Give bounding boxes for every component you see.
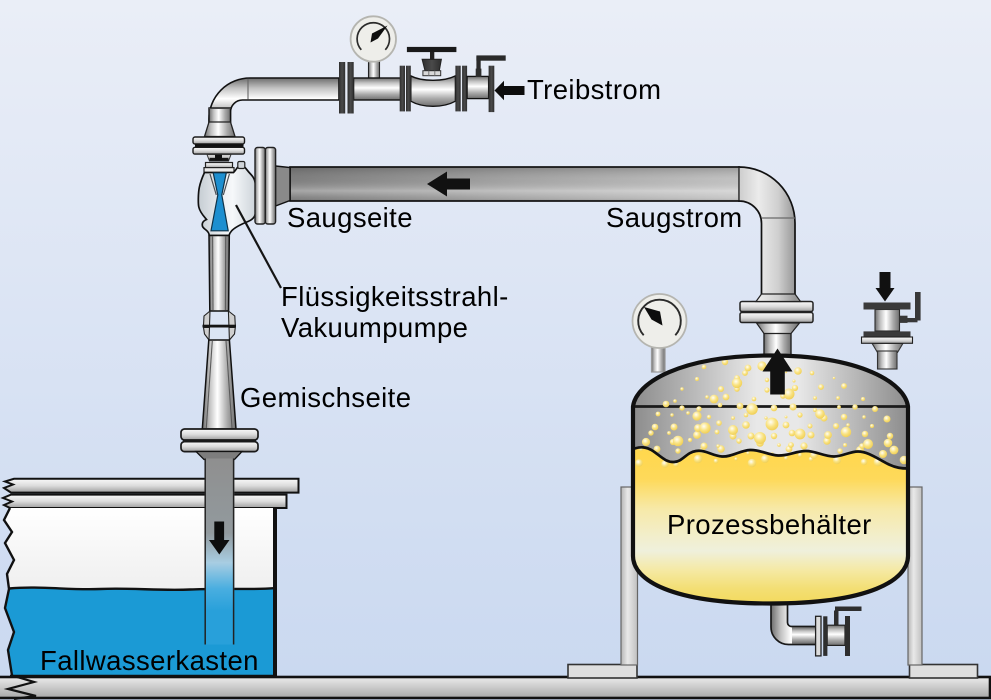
svg-text:Saugseite: Saugseite xyxy=(287,202,413,233)
svg-text:Fallwasserkasten: Fallwasserkasten xyxy=(40,645,259,676)
svg-text:Treibstrom: Treibstrom xyxy=(527,74,661,105)
svg-text:Gemischseite: Gemischseite xyxy=(240,382,411,413)
svg-text:Prozessbehälter: Prozessbehälter xyxy=(667,509,872,540)
svg-text:Saugstrom: Saugstrom xyxy=(606,202,743,233)
svg-text:Flüssigkeitsstrahl-: Flüssigkeitsstrahl- xyxy=(281,281,509,312)
svg-text:Vakuumpumpe: Vakuumpumpe xyxy=(281,312,468,343)
